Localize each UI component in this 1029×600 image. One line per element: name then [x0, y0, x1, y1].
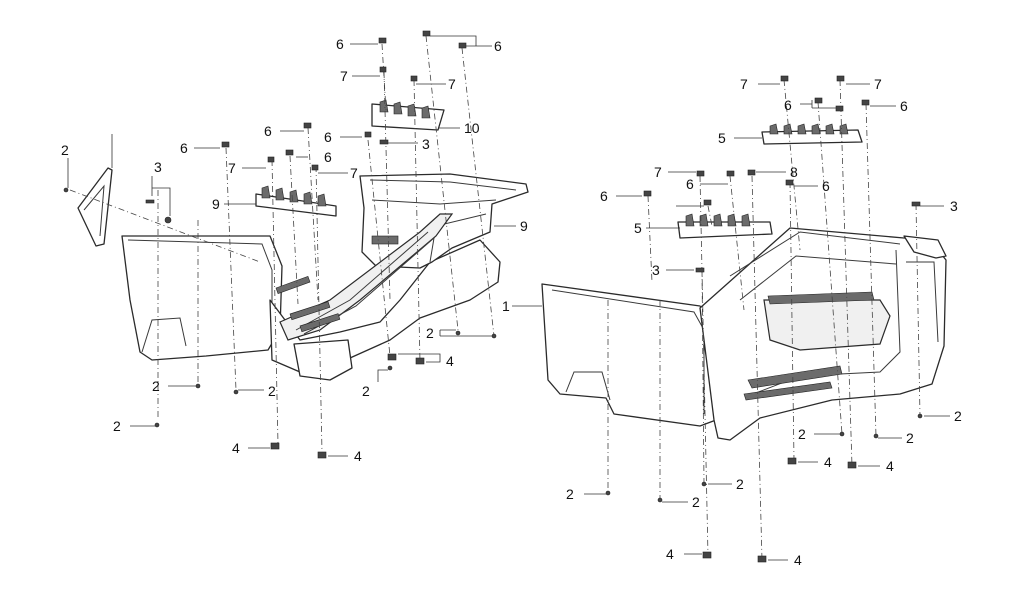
callout-part-2: 2	[152, 378, 160, 394]
callout-part-3: 3	[950, 198, 958, 214]
callout-part-4: 4	[354, 448, 362, 464]
callout-part-7: 7	[448, 76, 456, 92]
callout-part-6: 6	[494, 38, 502, 54]
left-lower-mount	[293, 339, 353, 381]
callout-part-4: 4	[232, 440, 240, 456]
right-inner-step	[763, 299, 891, 351]
callout-part-7: 7	[874, 76, 882, 92]
callout-part-2: 2	[798, 426, 806, 442]
callout-part-7: 7	[654, 164, 662, 180]
callout-part-4: 4	[886, 458, 894, 474]
callout-part-2: 2	[426, 325, 434, 341]
callout-part-6: 6	[336, 36, 344, 52]
callout-part-9: 9	[212, 196, 220, 212]
callout-part-6: 6	[600, 188, 608, 204]
callout-part-4: 4	[824, 454, 832, 470]
callout-part-9: 10	[464, 120, 480, 136]
callout-part-4: 4	[666, 546, 674, 562]
right-rear-bracket	[903, 235, 947, 259]
left-assembly-lines	[69, 35, 495, 453]
callout-part-2: 2	[736, 476, 744, 492]
callout-part-6: 6	[900, 98, 908, 114]
left-outer-panel-inner-face	[127, 239, 273, 353]
part10-bracket-detail	[83, 184, 105, 237]
callout-part-3: 3	[154, 159, 162, 175]
callout-part-7: 7	[740, 76, 748, 92]
part10-bracket	[77, 167, 113, 247]
callout-part-3: 3	[422, 136, 430, 152]
callout-part-6: 6	[822, 178, 830, 194]
callout-part-5: 5	[718, 130, 726, 146]
right-outer-panel	[541, 283, 717, 427]
callout-part-2: 2	[362, 383, 370, 399]
right-main-body-detail	[729, 231, 939, 397]
callout-part-2: 2	[61, 142, 69, 158]
left-fasteners	[63, 30, 497, 459]
callout-part-4: 4	[446, 353, 454, 369]
left-floor-tread	[275, 235, 399, 333]
callout-part-6: 6	[686, 176, 694, 192]
callout-part-2: 2	[954, 408, 962, 424]
right-footrest-5a	[761, 123, 863, 145]
right-fasteners	[605, 75, 923, 563]
callout-part-2: 2	[113, 418, 121, 434]
callout-part-7: 7	[340, 68, 348, 84]
callout-part-2: 2	[692, 494, 700, 510]
left-footrest-9a	[255, 185, 337, 217]
right-step-tread	[743, 291, 875, 401]
callout-part-8: 9	[520, 218, 528, 234]
callout-part-7: 7	[228, 160, 236, 176]
right-footwell-assembly	[541, 75, 947, 563]
callout-part-5: 5	[634, 220, 642, 236]
callout-part-1: 1	[502, 298, 510, 314]
callout-part-2: 2	[268, 383, 276, 399]
callout-part-6: 6	[784, 97, 792, 113]
callout-part-6: 6	[180, 140, 188, 156]
callout-part-6: 6	[324, 129, 332, 145]
left-outer-panel	[121, 235, 283, 361]
callout-part-2: 2	[906, 430, 914, 446]
callout-part-2: 2	[566, 486, 574, 502]
callout-part-7: 8	[790, 164, 798, 180]
callout-part-4: 4	[794, 552, 802, 568]
right-assembly-lines	[607, 79, 921, 561]
leader-lines	[67, 35, 950, 561]
callout-part-3: 3	[652, 262, 660, 278]
left-footwell-assembly	[63, 30, 529, 459]
callout-labels: 1 2 2 2 2 2 2 2 2 2 2 2 2 2 2 3 3 3 3 4 …	[61, 36, 962, 568]
callout-part-7: 7	[350, 165, 358, 181]
callout-part-6: 6	[264, 123, 272, 139]
right-footrest-5b	[677, 213, 773, 239]
callout-part-6: 6	[324, 149, 332, 165]
